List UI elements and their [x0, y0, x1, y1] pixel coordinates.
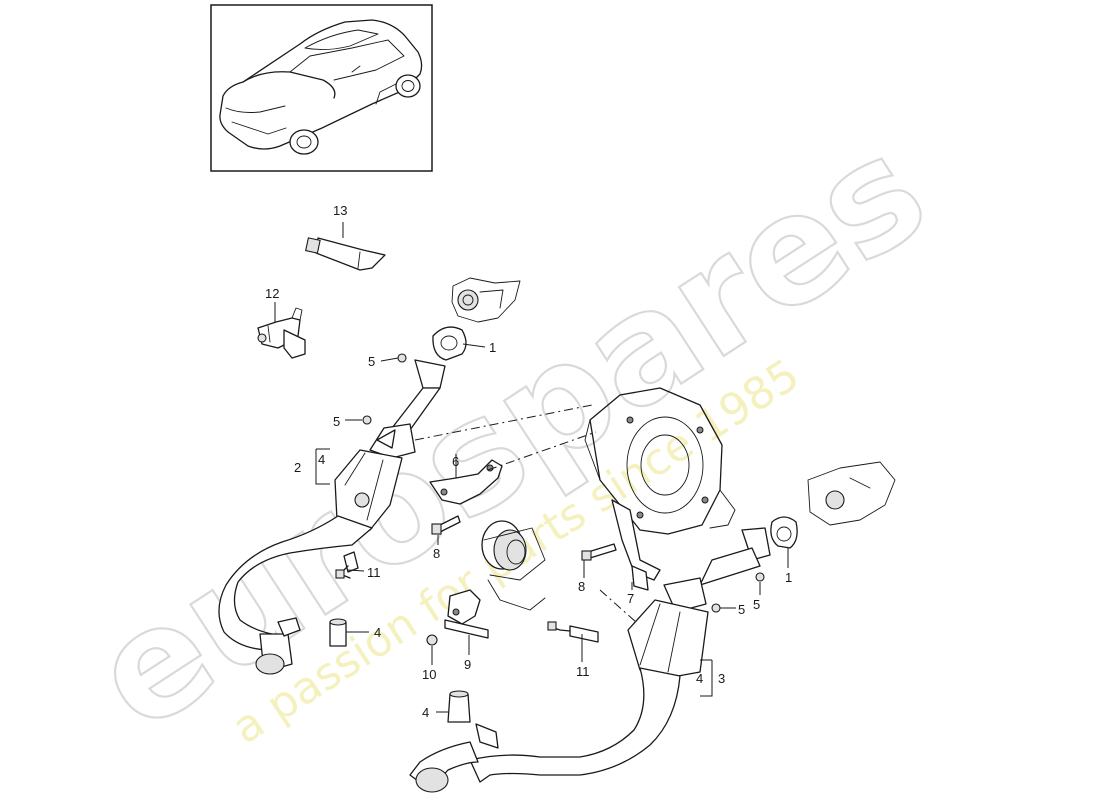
callout-9: 9 — [464, 657, 471, 672]
assembly-guide-lines — [414, 404, 637, 623]
support-bracket-part — [611, 499, 661, 591]
engine-fragment-left — [451, 277, 521, 323]
callout-5-upper: 5 — [368, 354, 375, 369]
callout-2: 2 — [294, 460, 301, 475]
callout-8-left: 8 — [433, 546, 440, 561]
callout-12: 12 — [265, 286, 279, 301]
oxygen-sensor-left-part — [335, 551, 359, 579]
vehicle-thumbnail — [210, 4, 433, 172]
paste-tube-part — [305, 237, 386, 271]
transmission-housing — [584, 387, 736, 535]
nut-5c-part — [711, 603, 721, 613]
callout-5-mid: 5 — [333, 414, 340, 429]
nut-part — [426, 634, 438, 646]
callout-13: 13 — [333, 203, 347, 218]
nut-5d-part — [755, 572, 765, 582]
callout-7: 7 — [627, 591, 634, 606]
callout-11-right: 11 — [576, 664, 590, 679]
callout-4-bracket-left: 4 — [318, 452, 325, 467]
callout-4-right: 4 — [422, 705, 429, 720]
engine-fragment-right — [807, 461, 896, 526]
catalytic-converter-right-part — [409, 527, 771, 793]
bolt-left-part — [431, 515, 461, 535]
thumbnail-frame — [210, 4, 433, 172]
gasket-left-part — [432, 326, 467, 361]
callout-4-left: 4 — [374, 625, 381, 640]
rubber-mount-right-part — [447, 690, 471, 723]
callout-6: 6 — [452, 454, 459, 469]
rubber-mount-left-part — [329, 618, 347, 647]
mounting-bracket-part — [257, 307, 306, 359]
callout-5-right: 5 — [738, 602, 745, 617]
bolt-right-part — [581, 543, 617, 561]
flex-coupling-fragment — [481, 520, 546, 611]
callout-4-bracket-right: 4 — [696, 671, 703, 686]
heat-shield-bracket-part — [429, 459, 503, 505]
leader-lines — [274, 222, 789, 713]
callout-11-left: 11 — [367, 565, 381, 580]
mount-bracket-part — [444, 589, 489, 639]
nut-5b-part — [362, 415, 372, 425]
oxygen-sensor-right-part — [547, 621, 599, 643]
callout-1-upper: 1 — [489, 340, 496, 355]
callout-5-lower: 5 — [753, 597, 760, 612]
callout-1-lower: 1 — [785, 570, 792, 585]
watermark-brand: eurospares — [65, 103, 955, 765]
watermark: eurospares a passion for parts since 198… — [64, 102, 956, 767]
catalytic-converter-left-part — [218, 359, 446, 675]
gasket-right-part — [770, 516, 798, 549]
callout-8-right: 8 — [578, 579, 585, 594]
nut-5a-part — [397, 353, 407, 363]
car-icon — [219, 19, 423, 155]
callout-3: 3 — [718, 671, 725, 686]
callout-labels: 13 12 1 5 5 2 4 6 8 11 4 9 10 8 7 11 5 5… — [265, 203, 792, 720]
callout-10: 10 — [422, 667, 436, 682]
